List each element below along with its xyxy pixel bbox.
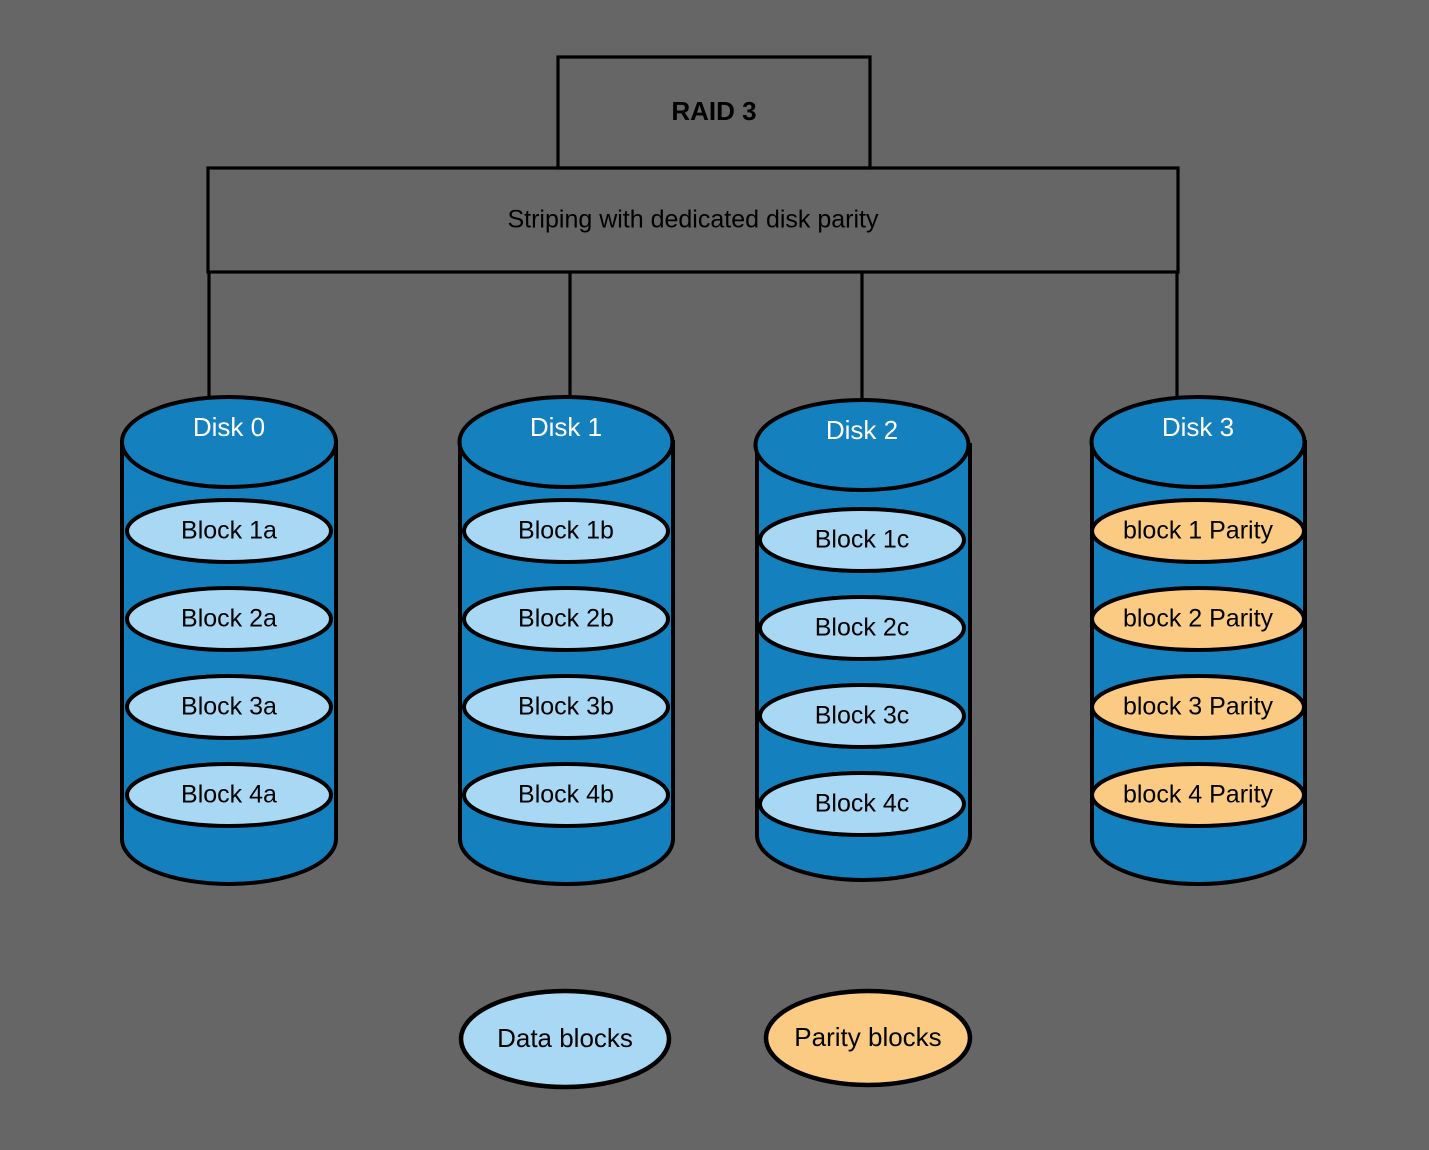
- disk-label-3: Disk 3: [1162, 412, 1234, 442]
- connector-lines-group: [207, 272, 1179, 398]
- disk-label-1: Disk 1: [530, 412, 602, 442]
- disk-1-block-0[interactable]: Block 1b: [462, 498, 670, 564]
- legend-item-data-blocks: Data blocks: [458, 988, 672, 1090]
- disk-1-block-1[interactable]: Block 2b: [462, 586, 670, 652]
- disk-label-0: Disk 0: [193, 412, 265, 442]
- block-label-2-3: Block 4c: [815, 790, 909, 818]
- block-label-0-1: Block 2a: [181, 605, 277, 633]
- legend-swatch-parity-blocks: [763, 988, 973, 1088]
- data-block-shape-2-0: [758, 507, 966, 573]
- block-label-2-0: Block 1c: [815, 526, 909, 554]
- block-label-3-2: block 3 Parity: [1123, 693, 1274, 721]
- data-block-shape-1-0: [462, 498, 670, 564]
- block-label-1-1: Block 2b: [518, 605, 614, 633]
- block-label-1-0: Block 1b: [518, 517, 614, 545]
- data-block-shape-1-2: [462, 674, 670, 740]
- disk-2-block-3[interactable]: Block 4c: [758, 771, 966, 837]
- block-label-0-3: Block 4a: [181, 781, 277, 809]
- disk-2-block-1[interactable]: Block 2c: [758, 595, 966, 661]
- disk-1-block-2[interactable]: Block 3b: [462, 674, 670, 740]
- raid-title-label: RAID 3: [671, 96, 756, 126]
- legend-label-parity-blocks: Parity blocks: [794, 1022, 941, 1052]
- disk-cylinder-1[interactable]: Disk 1 Block 1b Block 2b Block 3b Block 4b: [457, 395, 675, 886]
- raid-title-box-group: RAID 3: [556, 55, 872, 170]
- disk-top-cap-3: [1089, 395, 1307, 489]
- legend-group: Data blocks Parity blocks: [458, 988, 973, 1090]
- block-label-2-2: Block 3c: [815, 702, 909, 730]
- disk-cylinder-3[interactable]: Disk 3 block 1 Parity block 2 Parity block …: [1089, 395, 1307, 886]
- block-label-1-3: Block 4b: [518, 781, 614, 809]
- block-label-0-0: Block 1a: [181, 517, 277, 545]
- raid-subtitle-label: Striping with dedicated disk parity: [507, 206, 879, 234]
- block-label-2-1: Block 2c: [815, 614, 909, 642]
- disk-top-cap-1: [457, 395, 675, 489]
- data-block-shape-2-2: [758, 683, 966, 749]
- disk-cylinder-2[interactable]: Disk 2 Block 1c Block 2c Block 3c Block 4c: [753, 398, 972, 882]
- block-label-0-2: Block 3a: [181, 693, 277, 721]
- data-block-shape-0-0: [125, 498, 333, 564]
- block-label-1-2: Block 3b: [518, 693, 614, 721]
- data-block-shape-0-1: [125, 586, 333, 652]
- parity-block-shape-3-1: [1090, 586, 1306, 652]
- disk-0-block-0[interactable]: Block 1a: [125, 498, 333, 564]
- parity-block-shape-3-0: [1090, 498, 1306, 564]
- legend-label-data-blocks: Data blocks: [497, 1023, 633, 1053]
- data-block-shape-1-3: [462, 762, 670, 828]
- disk-3-block-0[interactable]: block 1 Parity: [1090, 498, 1306, 564]
- raid-subtitle-box-group: Striping with dedicated disk parity: [206, 166, 1180, 274]
- disk-3-block-3[interactable]: block 4 Parity: [1090, 762, 1306, 828]
- disk-0-block-3[interactable]: Block 4a: [125, 762, 333, 828]
- disk-0-block-2[interactable]: Block 3a: [125, 674, 333, 740]
- data-block-shape-1-1: [462, 586, 670, 652]
- raid-subtitle-box: [206, 166, 1180, 274]
- data-block-shape-0-3: [125, 762, 333, 828]
- disk-top-cap-0: [120, 395, 338, 489]
- disk-3-block-2[interactable]: block 3 Parity: [1090, 674, 1306, 740]
- disk-top-cap-2: [753, 398, 971, 492]
- parity-block-shape-3-2: [1090, 674, 1306, 740]
- data-block-shape-2-3: [758, 771, 966, 837]
- disk-cylinder-0[interactable]: Disk 0 Block 1a Block 2a Block 3a Block 4a: [120, 395, 338, 886]
- data-block-shape-0-2: [125, 674, 333, 740]
- disk-1-block-3[interactable]: Block 4b: [462, 762, 670, 828]
- disk-2-block-2[interactable]: Block 3c: [758, 683, 966, 749]
- disk-0-block-1[interactable]: Block 2a: [125, 586, 333, 652]
- parity-block-shape-3-3: [1090, 762, 1306, 828]
- block-label-3-3: block 4 Parity: [1123, 781, 1274, 809]
- disk-label-2: Disk 2: [826, 415, 898, 445]
- legend-item-parity-blocks: Parity blocks: [763, 988, 973, 1088]
- block-label-3-1: block 2 Parity: [1123, 605, 1274, 633]
- block-label-3-0: block 1 Parity: [1123, 517, 1274, 545]
- data-block-shape-2-1: [758, 595, 966, 661]
- legend-swatch-data-blocks: [458, 988, 672, 1090]
- disk-2-block-0[interactable]: Block 1c: [758, 507, 966, 573]
- disk-3-block-1[interactable]: block 2 Parity: [1090, 586, 1306, 652]
